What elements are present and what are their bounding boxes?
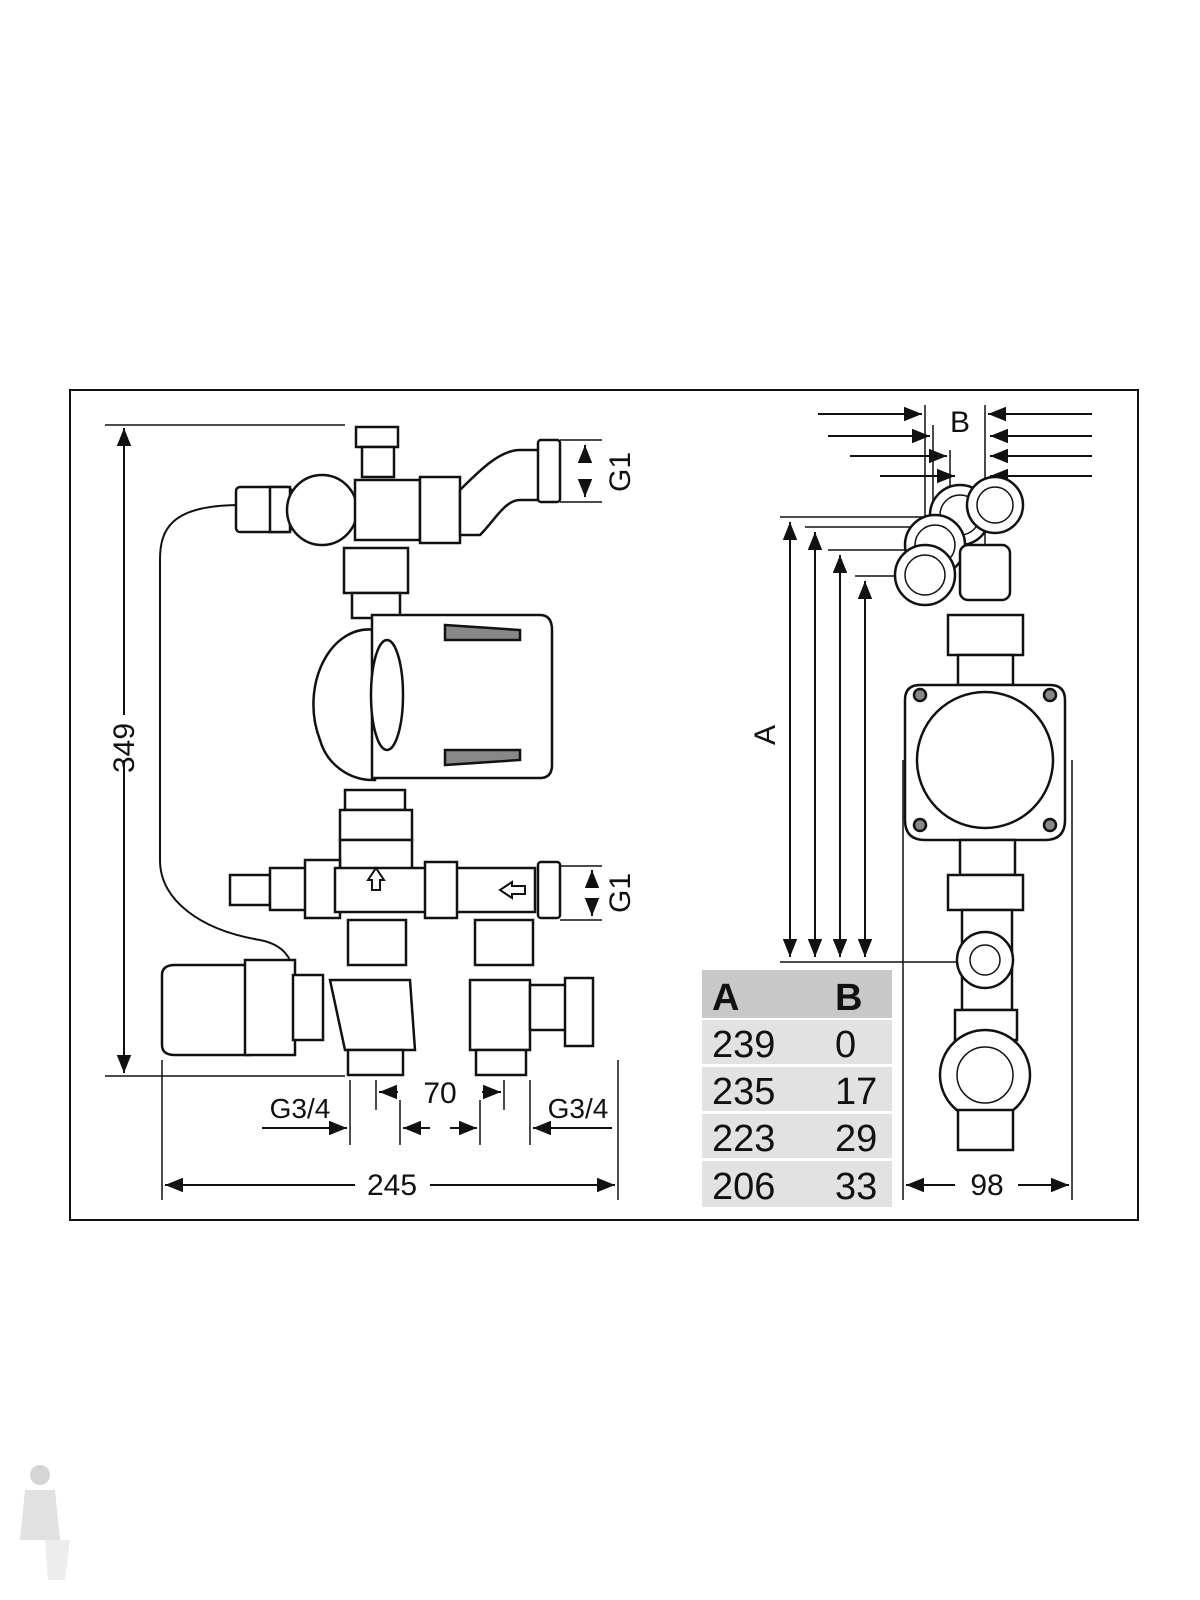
right-outlet-thread-label: G3/4: [548, 1093, 609, 1124]
table-cell: 0: [835, 1024, 856, 1066]
plumber-logo-icon: [20, 1465, 70, 1580]
table-header-a: A: [712, 977, 739, 1019]
width-dimension-label: 245: [367, 1169, 417, 1202]
left-outlet-thread-label: G3/4: [270, 1093, 331, 1124]
table-header-b: B: [835, 977, 862, 1019]
outlet-spacing-label: 70: [423, 1077, 456, 1110]
table-cell: 223: [712, 1118, 775, 1160]
side-width-label: 98: [970, 1169, 1003, 1202]
dimension-table: A B 239 0 235 17 223 29 206 33: [702, 970, 892, 1208]
table-cell: 235: [712, 1071, 775, 1113]
side-thread-label: G1: [604, 873, 637, 913]
top-thread-label: G1: [604, 452, 637, 492]
front-view: 349 G1 G1 G3/4 G3/4 70 245: [105, 424, 637, 1202]
drawing-frame: [69, 389, 1139, 1221]
table-cell: 239: [712, 1024, 775, 1066]
dim-b-label: B: [950, 406, 970, 439]
table-cell: 17: [835, 1071, 877, 1113]
table-cell: 33: [835, 1166, 877, 1208]
side-view: A B 98: [749, 405, 1092, 1202]
table-cell: 206: [712, 1166, 775, 1208]
table-cell: 29: [835, 1118, 877, 1160]
height-dimension-label: 349: [108, 723, 141, 773]
dim-a-label: A: [749, 725, 782, 745]
